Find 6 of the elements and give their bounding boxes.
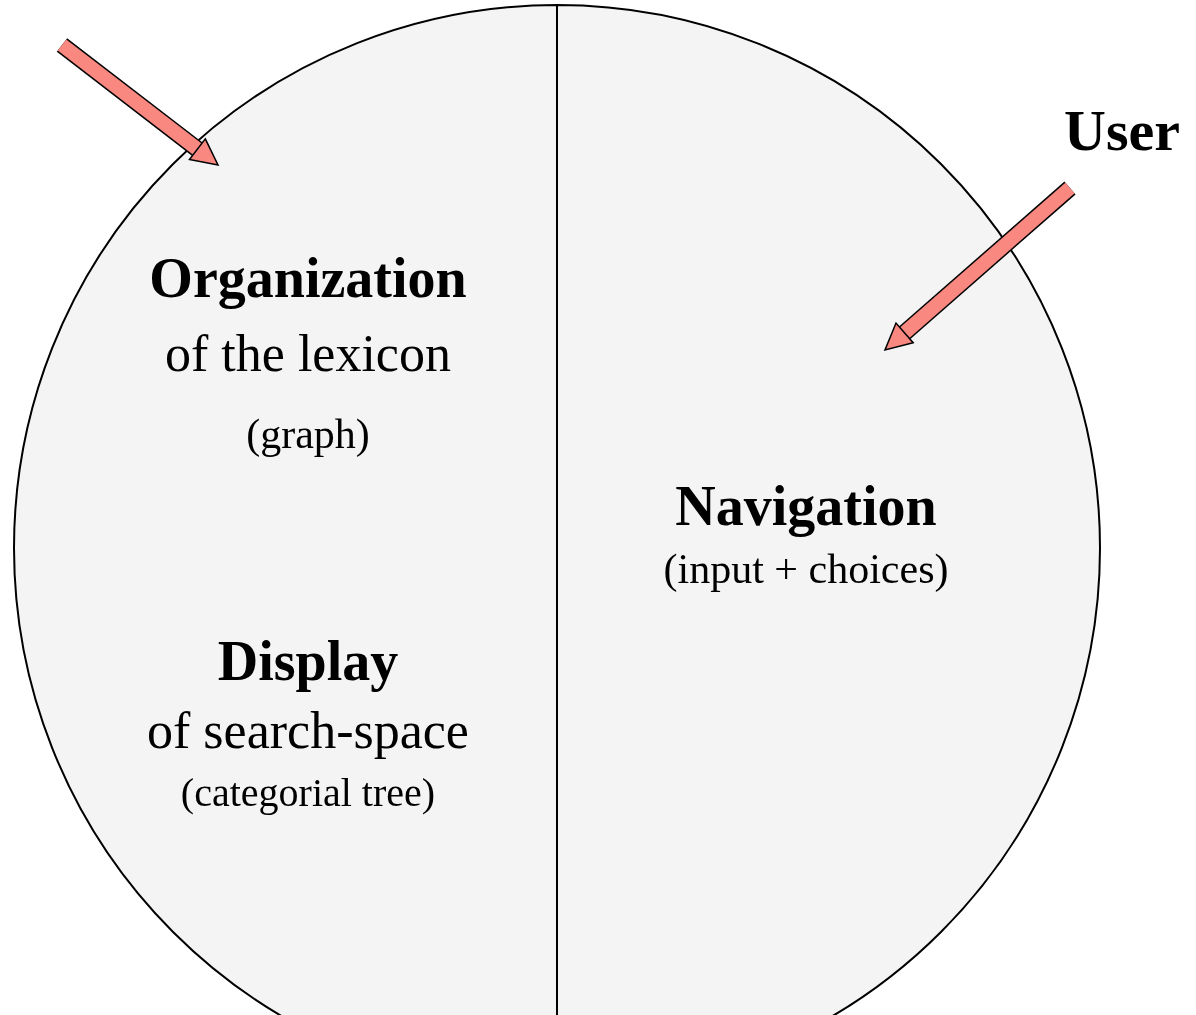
user-label: User [1064,102,1180,160]
note: (input + choices) [663,548,949,590]
note: (graph) [246,413,370,455]
subtitle: of search-space [147,705,469,757]
note: (categorial tree) [180,773,436,813]
subtitle: of the lexicon [165,328,451,380]
